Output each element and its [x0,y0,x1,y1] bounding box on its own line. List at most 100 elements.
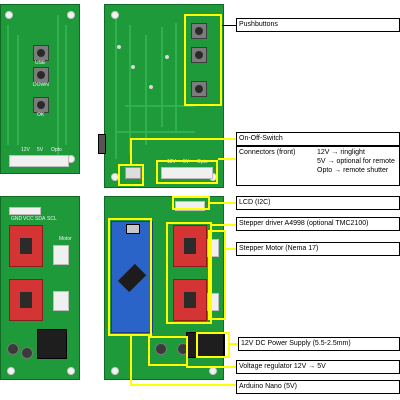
side-jack [98,134,106,154]
pcb-trace [17,35,19,145]
connector-line-5v: 5V → optional for remote [317,157,395,166]
connector-arrow: → [327,158,335,165]
capacitor [21,347,33,359]
connector-voltage: 5V [317,158,326,165]
via [117,45,121,49]
arduino-nano [111,221,153,333]
connector-voltage: Opto [317,167,333,174]
label-power-supply-text: 12V DC Power Supply (5.5-2.5mm) [241,340,351,347]
connector-arrow: → [331,149,339,156]
silk-scl: SCL [47,216,57,222]
label-pushbuttons: Pushbuttons [236,18,400,32]
highlight-arduino-nano [108,218,152,336]
label-on-off-switch-text: On-Off-Switch [239,135,283,142]
pcb-trace [115,131,195,133]
highlight-stepper-motor [208,230,226,320]
pcb-trace [161,27,163,127]
leader-line-power [230,343,238,345]
highlight-power-supply [196,332,230,358]
leader-line-motor [226,248,236,250]
silk-motor: Motor [59,236,72,242]
silk-5v: 5V [183,159,190,165]
silk-sda: SDA [35,216,46,222]
pcb-top-left: USE DOWN OK 12V 5V Opto [0,4,80,174]
connector-desc: ringlight [340,149,365,156]
label-connectors: Connectors (front) 12V → ringlight 5V → … [236,146,400,186]
mounting-hole [111,11,119,19]
label-stepper-motor-text: Stepper Motor (Nema 17) [239,245,319,252]
stepper-driver [9,279,43,321]
leader-line-regulator [186,366,236,368]
mounting-hole [67,11,75,19]
silk-opto: Opto [51,147,62,153]
pcb-trace [115,19,117,159]
connector-header [161,167,213,179]
highlight-connectors [156,160,218,184]
pcb-bottom-left: GND VCC SDA SCL Motor [0,196,80,380]
pcb-trace [175,23,177,133]
label-arduino-nano: Arduino Nano (5V) [236,380,400,394]
on-off-switch [125,167,141,179]
via [149,85,153,89]
highlight-on-off-switch [118,164,144,186]
pcb-trace [57,15,59,165]
label-pushbuttons-text: Pushbuttons [239,21,278,28]
label-lcd-text: LCD (I2C) [239,199,271,206]
mounting-hole [67,367,75,375]
leader-line-driver [212,224,236,226]
label-voltage-regulator-text: Voltage regulator 12V → 5V [239,363,326,370]
label-stepper-driver-text: Stepper driver A4998 (optional TMC2100) [239,220,369,227]
silk-5v: 5V [37,147,44,153]
silk-label-ok: OK [37,112,45,118]
stepper-driver [173,225,207,267]
lcd-header [175,201,205,211]
mounting-hole [209,367,217,375]
silk-label-down: DOWN [33,82,49,88]
silk-12v: 12V [21,147,30,153]
mounting-hole [5,11,13,19]
lcd-header [9,207,41,215]
pcb-bottom-right [104,196,225,380]
dc-jack [37,329,67,359]
label-lcd: LCD (I2C) [236,196,400,210]
pushbutton-3 [191,81,207,97]
label-connectors-title: Connectors (front) [239,149,296,156]
connector-voltage: 12V [317,149,330,156]
capacitor [7,343,19,355]
connector-header [9,155,69,167]
highlight-lcd [172,196,210,210]
pushbutton-1 [191,23,207,39]
connector-desc: remote shutter [343,167,389,174]
via [131,65,135,69]
pcb-trace [145,35,147,145]
silk-gnd: GND [11,216,23,222]
pushbutton-ok [33,97,49,113]
pcb-trace [65,25,67,145]
connector-line-12v: 12V → ringlight [317,148,395,157]
leader-line-switch [130,138,236,140]
label-on-off-switch: On-Off-Switch [236,132,400,146]
label-stepper-driver: Stepper driver A4998 (optional TMC2100) [236,217,400,231]
silk-label-use: USE [35,60,46,66]
silk-opto: Opto [197,159,208,165]
pcb-trace [7,25,9,145]
label-stepper-motor: Stepper Motor (Nema 17) [236,242,400,256]
leader-line-nano [130,336,132,386]
pcb-trace [125,105,195,107]
mounting-hole [7,367,15,375]
capacitor [155,343,167,355]
highlight-voltage-regulator [148,336,188,366]
leader-line-lcd [210,202,236,204]
pushbutton-up [33,45,49,61]
stepper-driver [9,225,43,267]
connector-desc: optional for remote [336,158,395,165]
mounting-hole [111,367,119,375]
stepper-driver [173,279,207,321]
leader-line-pushbuttons [222,25,236,26]
usb-port [126,224,140,234]
connector-line-opto: Opto → remote shutter [317,166,395,175]
pushbutton-2 [191,47,207,63]
motor-connector [53,245,69,265]
silk-12v: 12V [167,159,176,165]
highlight-pushbuttons [184,14,222,106]
